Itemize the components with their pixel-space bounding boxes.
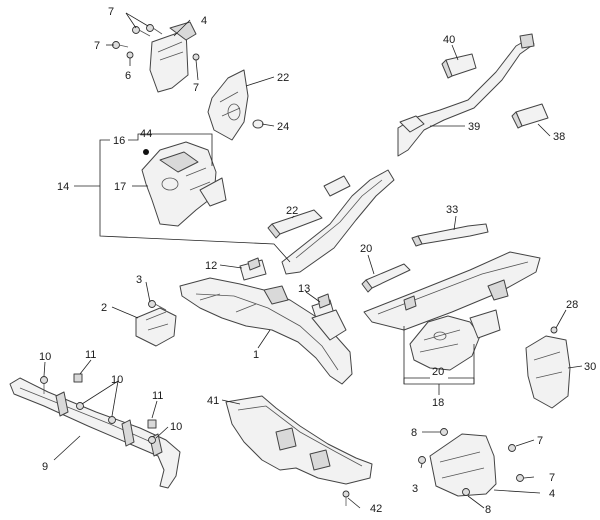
callout-4: 4	[549, 488, 555, 500]
callout-42: 42	[370, 503, 382, 515]
callout-2: 2	[101, 302, 107, 314]
side-member-upper	[281, 169, 395, 275]
callout-44: 44	[140, 128, 152, 140]
bolts-10-11	[40, 373, 157, 444]
callout-1: 1	[253, 349, 259, 361]
callout-6: 6	[125, 70, 131, 82]
callout-11: 11	[85, 349, 96, 361]
callout-3: 3	[412, 483, 418, 495]
callout-17: 17	[114, 181, 126, 193]
callout-14: 14	[57, 181, 69, 193]
callout-38: 38	[553, 131, 565, 143]
callout-12: 12	[205, 260, 217, 272]
callout-31: 30	[584, 361, 596, 373]
callout-13: 13	[298, 283, 310, 295]
callout-9: 9	[42, 461, 48, 473]
callout-10: 10	[111, 374, 123, 386]
callout-22: 22	[286, 205, 298, 217]
bracket-12	[239, 257, 267, 281]
callout-11: 11	[152, 390, 163, 402]
hanger-block-38	[511, 103, 549, 129]
callout-16: 16	[113, 135, 125, 147]
hanger-block-40	[441, 53, 477, 79]
leader-lines	[43, 12, 583, 509]
callout-39: 39	[468, 121, 480, 133]
rear-member	[363, 251, 541, 331]
callout-41: 41	[207, 395, 219, 407]
callout-8: 7	[193, 82, 199, 94]
callout-4: 4	[201, 15, 207, 27]
callout-24: 20	[360, 243, 372, 255]
bracket-20	[409, 309, 501, 371]
inner-panel-28	[207, 69, 264, 141]
callout-8: 8	[411, 427, 417, 439]
mudflap-bracket-top	[112, 21, 200, 93]
callout-7: 7	[94, 40, 100, 52]
callout-7: 7	[108, 6, 114, 18]
callout-20: 20	[432, 366, 444, 378]
callout-labels: 7 4 7 6 7 22 24 44 16 14 17 40 39 38 22 …	[39, 6, 596, 516]
bracket-22	[267, 209, 323, 239]
mudflap-bracket-bottom	[418, 428, 524, 497]
callout-40: 40	[443, 34, 455, 46]
callout-30: 28	[566, 299, 578, 311]
callout-28: 22	[277, 72, 289, 84]
callout-7: 7	[549, 472, 555, 484]
front-crossmember-1	[179, 277, 353, 385]
bracket-2	[135, 300, 177, 347]
callout-30: 24	[277, 121, 289, 133]
callout-3: 3	[136, 274, 142, 286]
reinforcement-17	[141, 141, 227, 227]
bracket-33	[411, 223, 489, 247]
subframe-41	[225, 395, 373, 506]
callout-7: 8	[485, 504, 491, 516]
callout-18: 18	[432, 397, 444, 409]
bracket-24	[361, 263, 411, 293]
callout-33: 33	[446, 204, 458, 216]
bumper-tube-9	[9, 377, 181, 489]
bracket-13	[311, 293, 335, 319]
callout-10: 10	[170, 421, 182, 433]
panel-31	[525, 326, 571, 409]
callout-10: 10	[39, 351, 51, 363]
exhaust-pipe-39	[397, 33, 535, 157]
callout-7: 7	[537, 435, 543, 447]
